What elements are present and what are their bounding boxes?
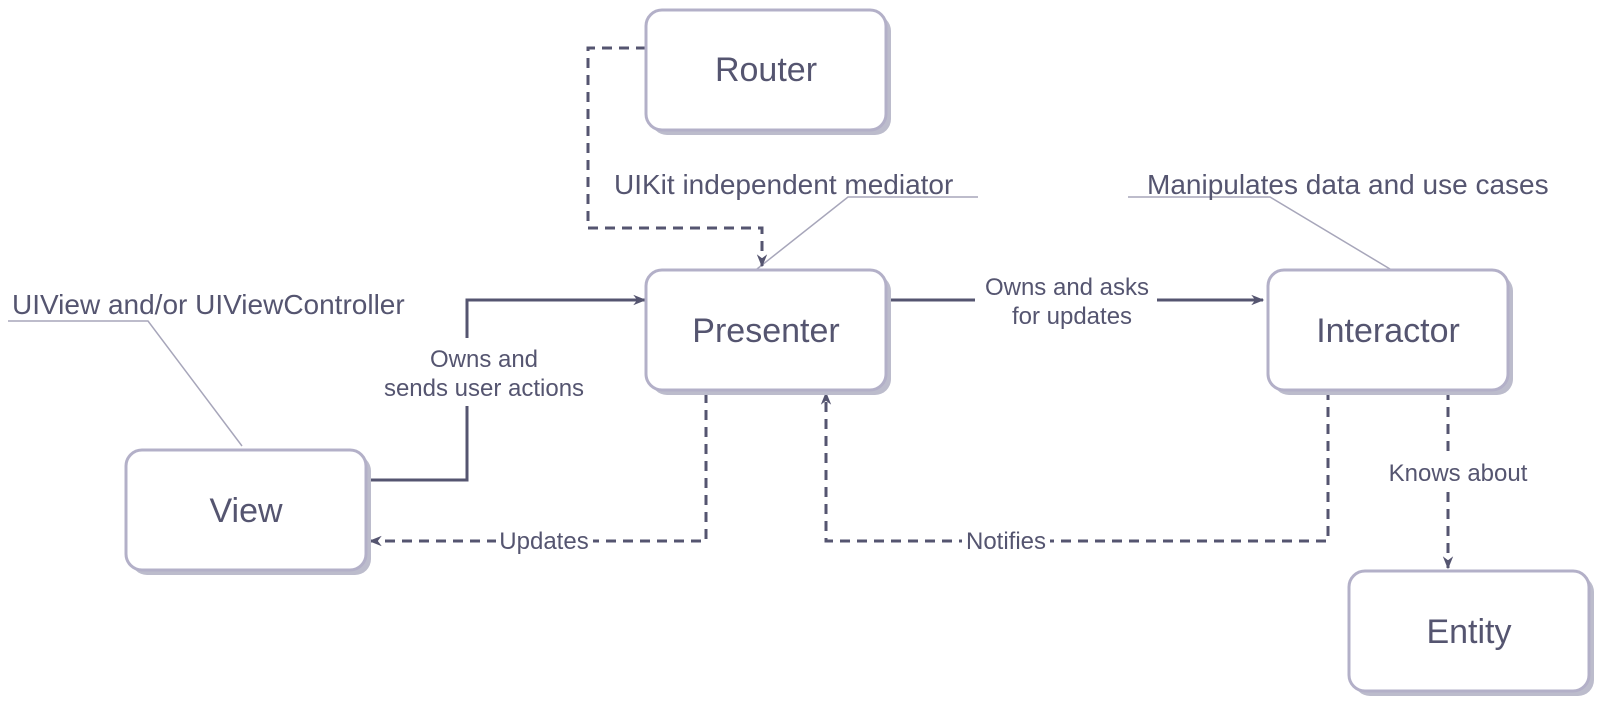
view-note: UIView and/or UIViewController [12,289,405,320]
presenter-note: UIKit independent mediator [614,169,953,200]
interactor-note-connector [1128,196,1391,270]
note-connectors [8,196,1391,447]
entity-label: Entity [1426,613,1511,651]
interactor-note: Manipulates data and use cases [1147,169,1549,200]
view-label: View [209,492,283,530]
router-to-presenter-edge[interactable] [586,46,768,268]
presenter-to-interactor-label-line1: Owns and asks [985,274,1149,301]
interactor-label: Interactor [1316,312,1460,350]
node-presenter[interactable]: Presenter [644,268,891,395]
presenter-to-view-edge[interactable] [368,393,708,547]
presenter-note-connector [756,196,978,270]
interactor-to-presenter-edge[interactable] [820,390,1330,543]
node-view[interactable]: View [124,448,371,575]
node-router[interactable]: Router [644,8,891,135]
view-to-presenter-label-line2: sends user actions [384,375,584,402]
edge-label-backgrounds [372,270,1530,556]
view-note-connector [8,320,243,447]
presenter-to-interactor-label-line2: for updates [1012,303,1132,330]
node-interactor[interactable]: Interactor [1266,268,1513,395]
view-to-presenter-label-line1: Owns and [430,346,538,373]
node-entity[interactable]: Entity [1347,569,1594,696]
interactor-to-entity-label: Knows about [1389,460,1528,487]
presenter-label: Presenter [692,312,839,350]
interactor-to-presenter-label: Notifies [966,528,1046,555]
presenter-to-view-label: Updates [499,528,588,555]
router-label: Router [715,51,817,89]
